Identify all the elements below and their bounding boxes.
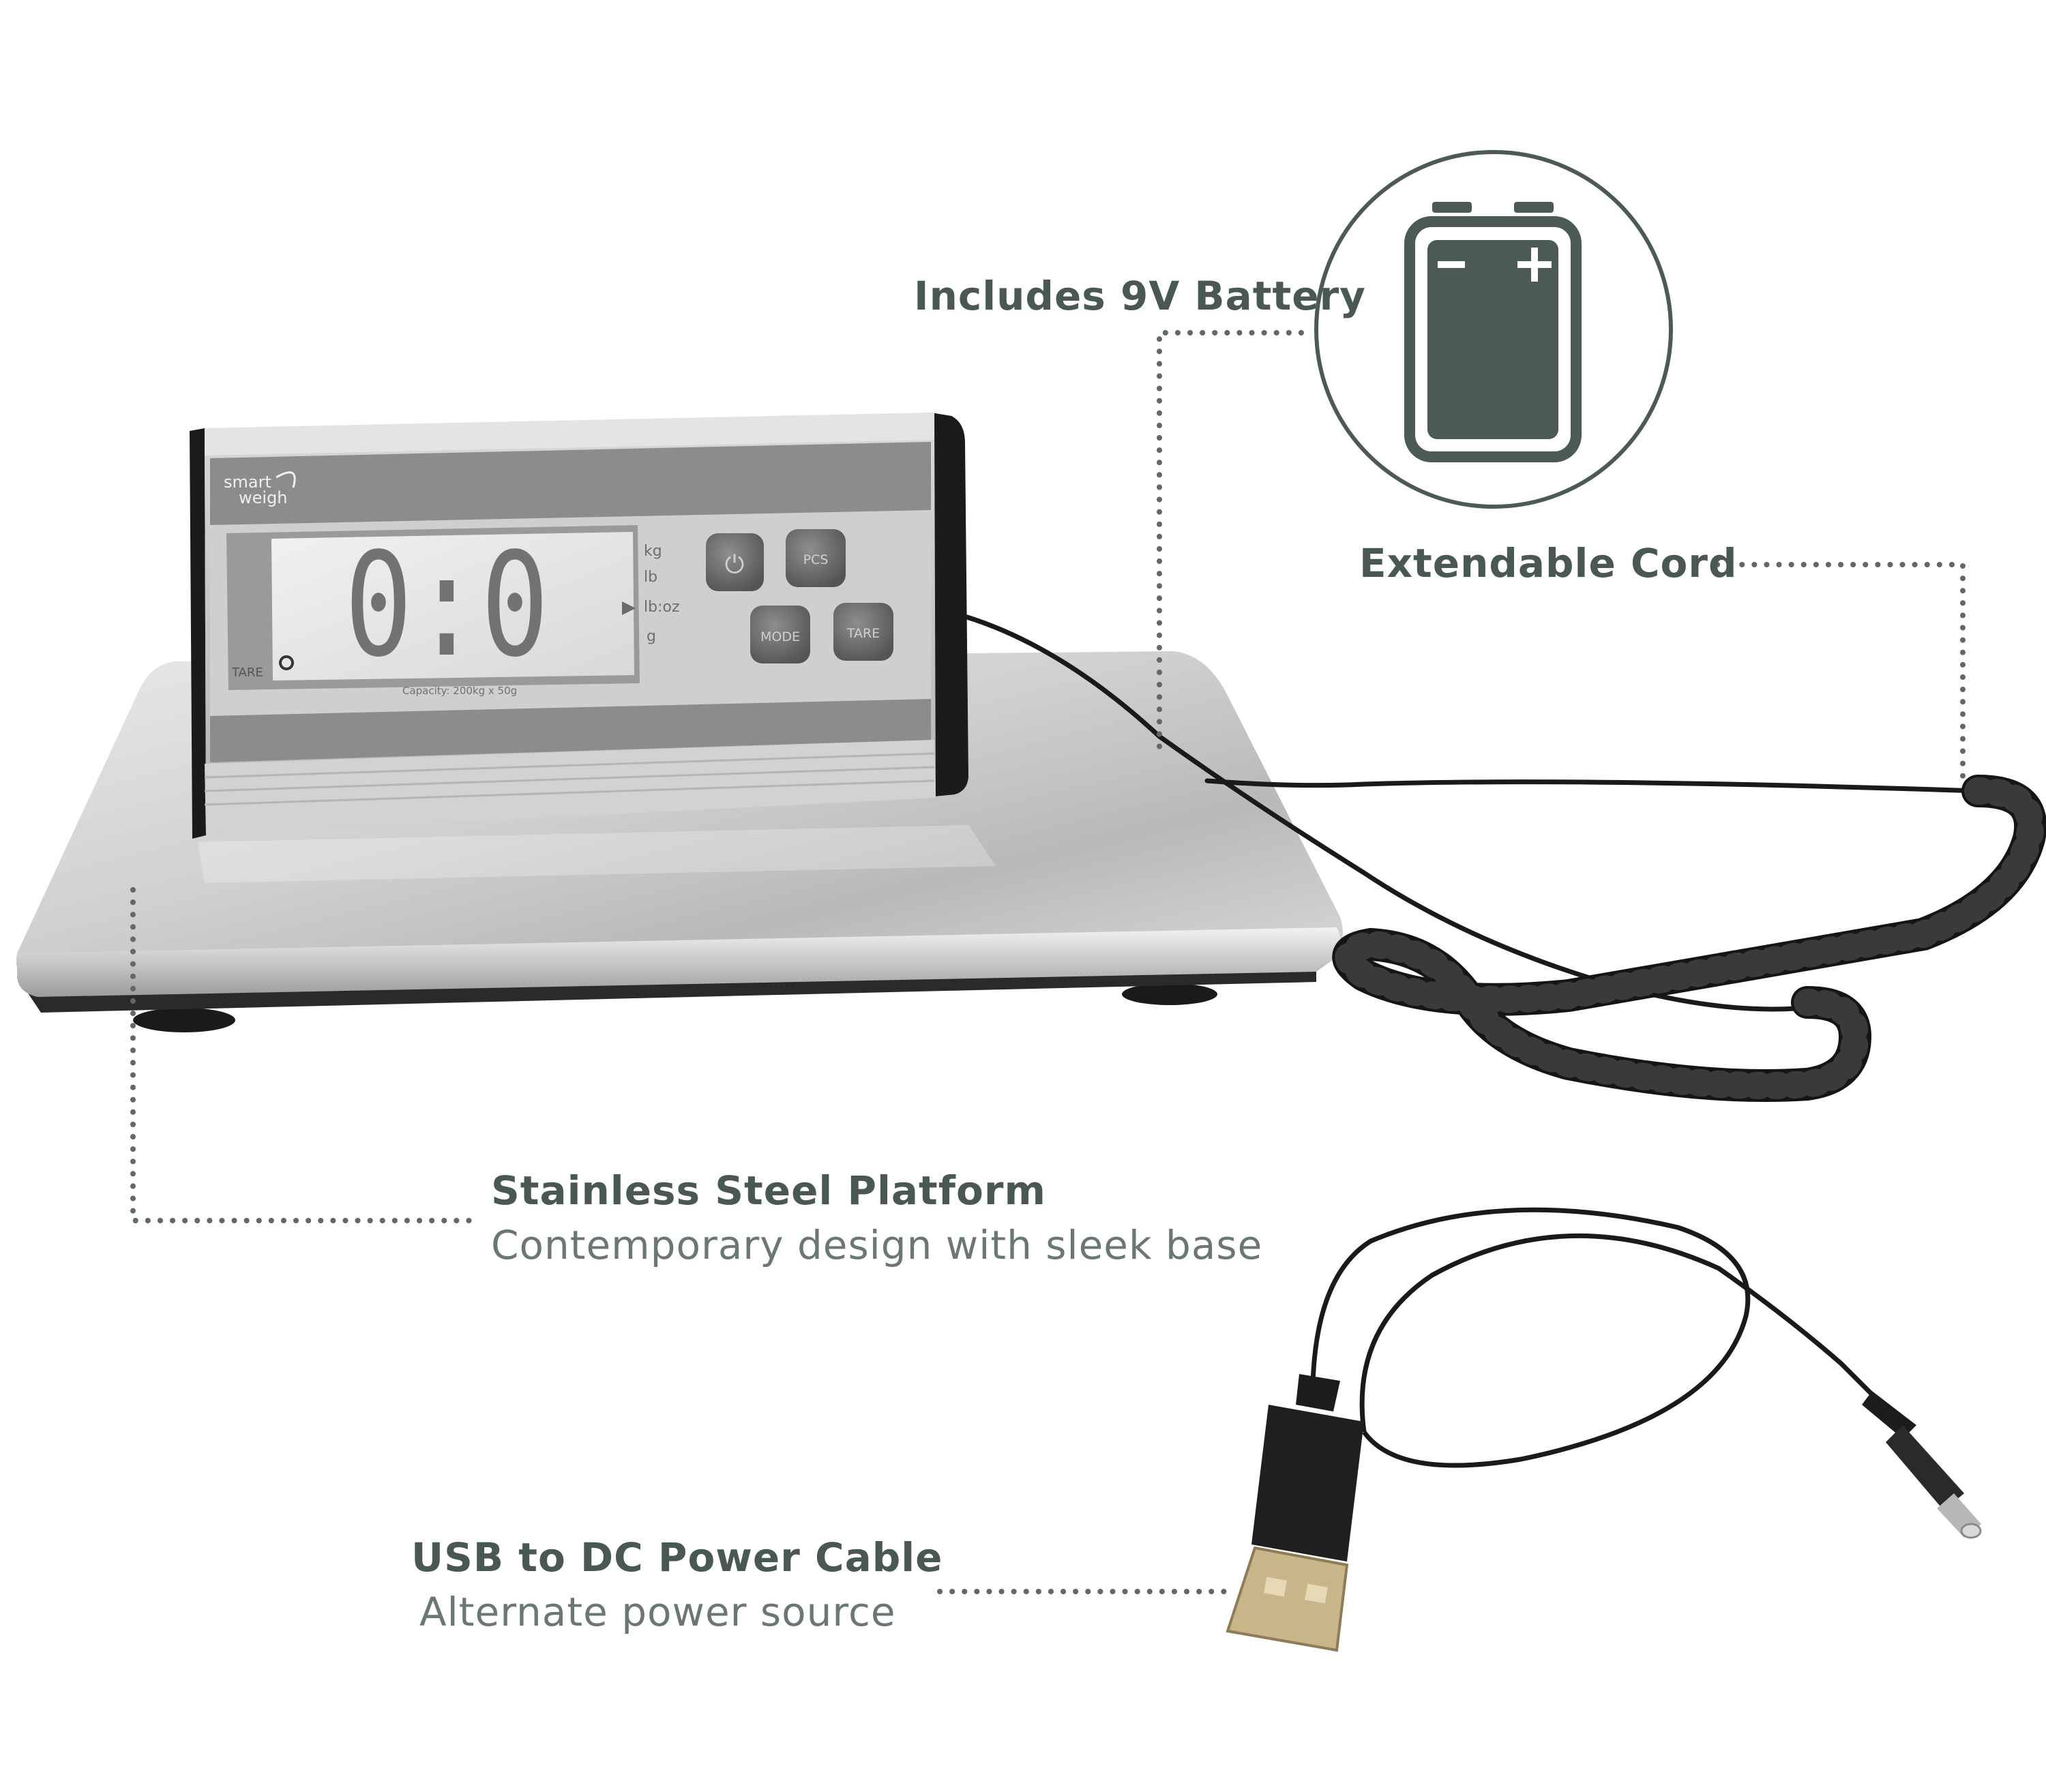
cable-wire <box>1310 1207 1751 1468</box>
lcd-reading: 0:0 <box>344 522 549 689</box>
platform-foot <box>1122 983 1217 1005</box>
unit-g: g <box>647 628 656 645</box>
cord-coil-ridges <box>1335 777 2045 1099</box>
cord-callout-title: Extendable Cord <box>1359 540 1738 586</box>
tare-button[interactable]: TARE <box>833 603 893 661</box>
housing-top-trim <box>205 413 934 456</box>
battery-callout-title: Includes 9V Battery <box>914 273 1366 319</box>
battery-icon <box>1404 202 1582 462</box>
tare-indicator-label: TARE <box>231 666 263 680</box>
lcd-screen <box>271 532 634 681</box>
platform-foot <box>133 1008 235 1032</box>
capacity-label: Capacity: 200kg x 50g <box>402 685 517 697</box>
mode-button-label: MODE <box>760 629 800 644</box>
housing-endcap-right <box>931 413 968 796</box>
housing-bottom-trim <box>205 740 936 835</box>
tare-button-label: TARE <box>846 626 880 641</box>
unit-lb: lb <box>644 569 657 586</box>
power-button[interactable]: ⏻ <box>706 533 764 591</box>
cord-wire <box>964 614 1844 1012</box>
usb-callout-title: USB to DC Power Cable <box>411 1534 943 1581</box>
brand-logo-line2: weigh <box>239 488 288 507</box>
housing-endcap-left <box>190 428 206 839</box>
leader-platform <box>130 887 480 1223</box>
leader-cord <box>1715 562 1966 787</box>
dc-plug <box>1862 1391 1982 1539</box>
battery-callout <box>1314 150 1673 509</box>
brand-swoosh-icon <box>276 471 296 488</box>
usb-plug <box>1226 1374 1364 1652</box>
cable-wire <box>1359 1233 1884 1433</box>
platform-reflection <box>198 825 996 883</box>
cord-wire <box>1204 778 1981 794</box>
unit-lboz: lb:oz <box>644 599 680 616</box>
platform-callout-subtitle: Contemporary design with sleek base <box>491 1222 1263 1268</box>
platform-callout-title: Stainless Steel Platform <box>491 1167 1046 1214</box>
power-icon: ⏻ <box>725 551 744 579</box>
brand-logo-line1: smart <box>224 473 271 492</box>
usb-callout-subtitle: Alternate power source <box>419 1589 896 1635</box>
callout-leaders <box>130 330 1966 1594</box>
unit-selector-arrow-icon <box>622 601 636 615</box>
usb-dc-cable <box>1226 1207 1982 1652</box>
extendable-cord <box>964 614 2046 1102</box>
mode-button[interactable]: MODE <box>750 606 810 663</box>
pcs-button-label: PCS <box>803 552 829 567</box>
lcd-digits: 0:0 <box>344 522 549 689</box>
scale-display-unit: smart weigh 0:0 kg lb lb:oz g TARE Capac… <box>190 413 968 839</box>
tare-indicator-icon <box>279 655 294 670</box>
platform-rim <box>17 927 1341 997</box>
unit-kg: kg <box>644 543 662 560</box>
platform-base <box>27 968 1316 1013</box>
pcs-button[interactable]: PCS <box>786 529 846 587</box>
leader-battery <box>1157 330 1304 760</box>
